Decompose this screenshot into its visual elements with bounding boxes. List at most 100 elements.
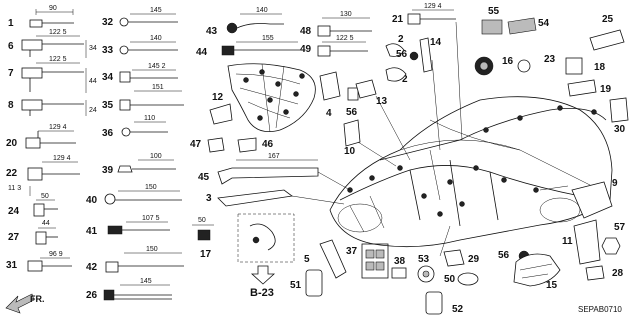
dim-49: 122 5 [336,35,354,42]
part-56-clip-b: 56 [396,49,408,60]
part-45-harness-cover: 45 167 [198,153,319,185]
part-3-harness-cover: 3 [206,189,294,207]
part-37-fuse-box: 37 [346,243,389,279]
part-20-harness-clip: 20 129 4 [6,124,76,149]
dim-7b: 44 [89,78,97,85]
part-2-clip: 2 2 [385,34,408,85]
callout-13: 13 [376,96,388,107]
part-10-bracket: 10 [343,119,361,157]
dim-33: 140 [150,35,162,42]
callout-53: 53 [418,254,430,265]
part-31-harness-clip: 31 96 9 [6,251,72,272]
callout-28: 28 [612,268,624,279]
part-48-harness-band: 48 130 [300,11,372,37]
dim-34: 145 2 [148,63,166,70]
part-39-harness-band: 39 100 [102,153,176,176]
callout-14: 14 [430,37,442,48]
callout-30: 30 [614,124,626,135]
dim-44: 155 [262,35,274,42]
part-30-clip: 30 [609,97,629,135]
part-54-pad: 54 [507,17,550,35]
callout-50: 50 [444,274,456,285]
part-55-pad: 55 [481,6,503,35]
dim-26: 145 [140,278,152,285]
dim-20: 129 4 [49,124,67,131]
part-27-harness-clip: 27 44 [8,220,58,245]
dim-39: 100 [150,153,162,160]
part-57-bolt: 57 [601,222,626,255]
part-46-clip: 46 [237,137,274,153]
dim-42: 150 [146,246,158,253]
dim-27: 44 [42,220,50,227]
callout-39: 39 [102,165,114,176]
part-50-seal: 50 [444,272,479,286]
part-26-harness-band: 26 145 [86,278,172,301]
dim-35: 151 [152,84,164,91]
part-6-harness-clip: 6 122 5 34 [8,29,97,58]
reference-b23-detail: B-23 [237,213,295,299]
leader-lines [291,21,569,257]
part-35-harness-band: 35 151 [102,84,184,111]
part-41-harness-band: 41 107 5 [86,215,170,237]
callout-3: 3 [206,193,212,204]
part-18-clip: 18 [565,57,606,75]
callout-12: 12 [212,92,224,103]
callout-20: 20 [6,138,18,149]
part-28-clip: 28 [585,265,624,281]
front-label: FR. [30,294,45,304]
part-4-bracket: 4 [319,71,341,119]
callout-36: 36 [102,128,114,139]
part-14-bracket: 14 [409,37,442,73]
callout-22: 22 [6,168,18,179]
callout-46: 46 [262,139,274,150]
callout-41: 41 [86,226,98,237]
part-25-bracket: 25 [589,14,625,51]
callout-23: 23 [544,54,556,65]
callout-2a: 2 [398,34,404,45]
front-direction-arrow: FR. [5,293,45,314]
part-22-harness-clip: 22 129 4 11 3 [6,155,80,196]
callout-8: 8 [8,100,14,111]
part-5-harness-cover: 5 [304,239,347,279]
dim-40: 150 [145,184,157,191]
callout-45: 45 [198,172,210,183]
dim-32: 145 [150,7,162,14]
part-23-clip: 23 [517,54,556,73]
callout-27: 27 [8,232,20,243]
part-47-clip: 47 [190,137,225,153]
callout-48: 48 [300,26,312,37]
callout-33: 33 [102,45,114,56]
dim-31: 96 9 [49,251,63,258]
part-44-harness-band: 44 155 [196,35,300,58]
dim-48: 130 [340,11,352,18]
callout-6: 6 [8,41,14,52]
callout-38: 38 [394,256,406,267]
dim-22a: 129 4 [53,155,71,162]
callout-29: 29 [468,254,480,265]
part-42-harness-band: 42 150 [86,246,184,273]
callout-1: 1 [8,18,14,29]
part-29-grommet: 29 [443,249,480,267]
part-38-grommet: 38 [391,256,407,279]
dim-17: 50 [198,217,206,224]
dim-41: 107 5 [142,215,160,222]
part-51-grommet: 51 [290,269,323,297]
callout-56c: 56 [498,250,510,261]
callout-25: 25 [602,14,614,25]
part-8-harness-clip: 8 24 [8,99,97,116]
dim-6b: 34 [89,45,97,52]
callout-21: 21 [392,14,404,25]
part-16-grommet: 16 [474,56,514,76]
part-53-grommet: 53 [417,254,435,283]
callout-52: 52 [452,304,464,315]
callout-57: 57 [614,222,626,233]
dashboard-wire-harness [227,63,316,133]
callout-18: 18 [594,62,606,73]
part-49-harness-band: 49 122 5 [300,35,368,57]
part-21-harness-band: 21 129 4 [392,3,456,25]
dim-7a: 122 5 [49,56,67,63]
part-17-grommet: 17 50 [192,217,214,260]
callout-44: 44 [196,47,208,58]
callout-7: 7 [8,68,14,79]
callout-9: 9 [612,178,618,189]
